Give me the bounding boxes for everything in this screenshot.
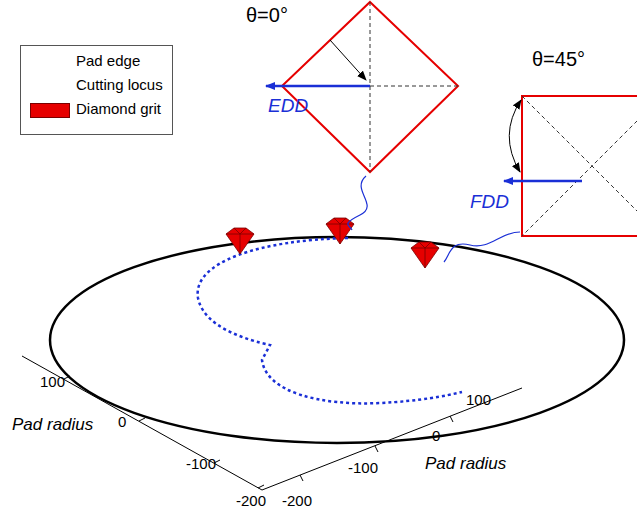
tick-label: 0 — [432, 428, 440, 445]
tick-label: -200 — [236, 493, 266, 510]
direction-label: FDD — [470, 192, 509, 213]
legend-text: Diamond grit — [76, 101, 161, 118]
legend-text: Cutting locus — [76, 77, 163, 94]
fdd-square — [444, 96, 637, 262]
legend-swatch — [30, 103, 70, 118]
angle-label: θ=45° — [532, 48, 585, 70]
diamond-grits — [226, 218, 439, 268]
tick-label: 100 — [466, 392, 491, 409]
tick-label: -100 — [348, 460, 378, 477]
cutting-locus — [198, 238, 462, 403]
tick-label: -200 — [282, 493, 312, 510]
tick-label: 0 — [118, 414, 126, 431]
edd-square — [266, 2, 458, 230]
pad-edge — [50, 237, 624, 443]
direction-label: EDD — [268, 96, 308, 117]
axes — [22, 356, 522, 490]
legend-text: Pad edge — [76, 53, 140, 70]
axis-title: Pad radius — [425, 455, 506, 474]
tick-label: -100 — [186, 456, 216, 473]
angle-label: θ=0° — [246, 4, 288, 26]
axis-title: Pad radius — [12, 416, 93, 435]
tick-label: 100 — [40, 374, 65, 391]
